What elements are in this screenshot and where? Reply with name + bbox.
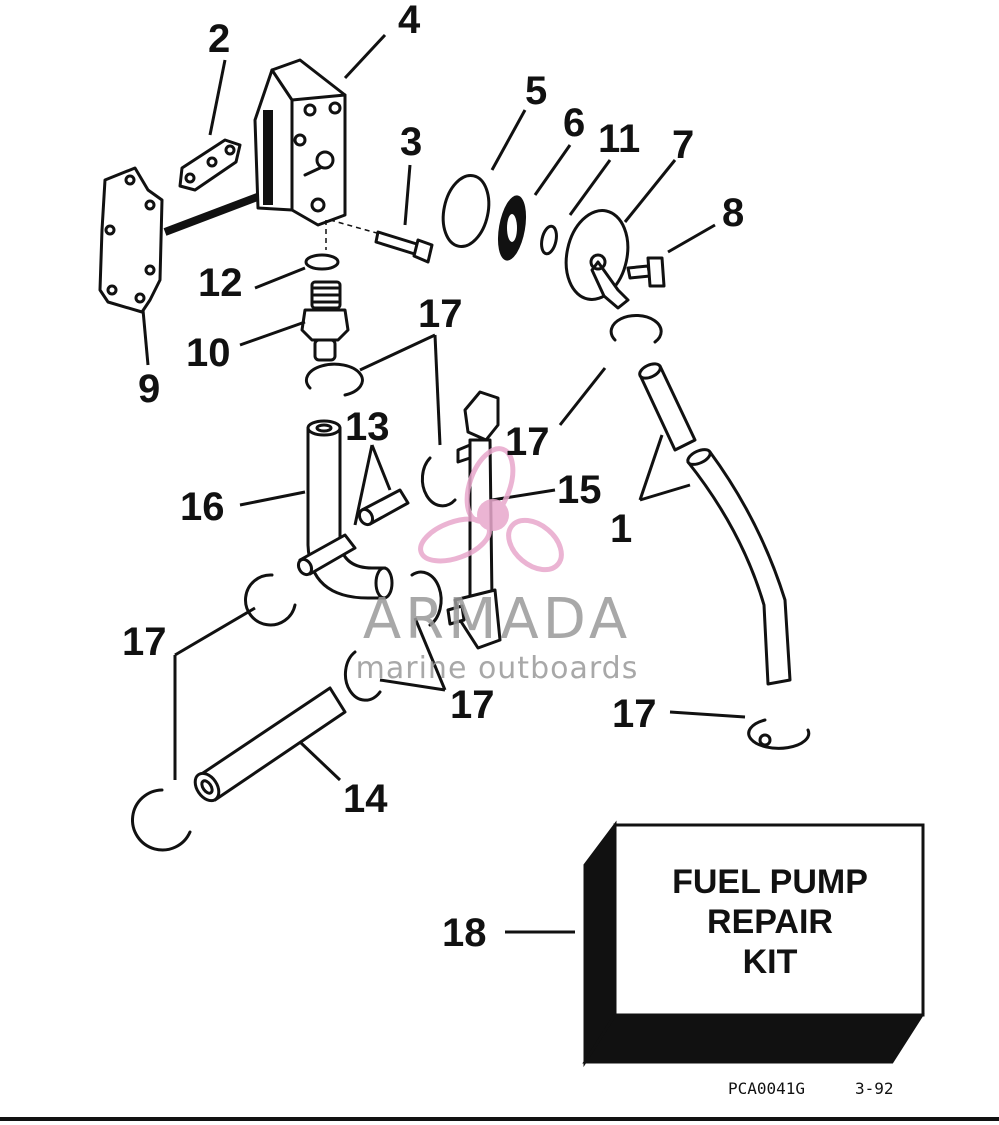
part-2-plate: [178, 138, 242, 192]
assembly-line: [329, 219, 421, 246]
callout-13: 13: [345, 405, 390, 449]
kit-label-line-2: REPAIR: [707, 903, 833, 941]
kit-label-line-3: KIT: [743, 943, 798, 981]
callout-1: 1: [610, 507, 632, 551]
part-11-seal: [540, 224, 558, 256]
part-9-gasket: [98, 166, 164, 314]
callout-5: 5: [525, 69, 547, 113]
part-10-fitting: [300, 280, 350, 362]
armada-watermark: ARMADA marine outboards: [356, 446, 639, 686]
callout-14: 14: [343, 777, 388, 821]
callout-12: 12: [198, 261, 243, 305]
callout-18: 18: [442, 911, 487, 955]
callout-10: 10: [186, 331, 231, 375]
callout-9: 9: [138, 367, 160, 411]
watermark-brand: ARMADA: [363, 587, 631, 652]
callout-17-center: 17: [450, 683, 495, 727]
callout-2: 2: [208, 17, 230, 61]
part-1-hoses: [638, 362, 792, 686]
part-5-ring: [441, 173, 491, 249]
callout-17-mid-right: 17: [505, 420, 550, 464]
part-15-filter: [446, 390, 502, 650]
watermark-tagline: marine outboards: [356, 651, 639, 686]
part-4-pump-body: [253, 58, 347, 227]
callout-7: 7: [672, 123, 694, 167]
callout-15: 15: [557, 468, 602, 512]
pump-outlet-hose: [163, 192, 262, 236]
part-18-repair-kit-box: FUEL PUMP REPAIR KIT: [582, 820, 925, 1068]
leader-lines: [141, 33, 746, 934]
drawing-reference-code: PCA0041G: [728, 1079, 805, 1098]
callout-17-right: 17: [612, 692, 657, 736]
part-3-screw: [374, 230, 434, 264]
bottom-rule: [0, 1117, 999, 1121]
kit-label-line-1: FUEL PUMP: [672, 863, 868, 901]
callout-16: 16: [180, 485, 225, 529]
part-8-screw: [626, 256, 666, 288]
callout-4: 4: [398, 0, 421, 42]
callout-17-top: 17: [418, 292, 463, 336]
part-6-diaphragm: [497, 195, 527, 261]
drawing-reference-date: 3-92: [855, 1079, 894, 1098]
part-14-hose: [193, 686, 347, 803]
callout-3: 3: [400, 120, 422, 164]
callout-11: 11: [598, 117, 640, 161]
callout-8: 8: [722, 191, 744, 235]
part-12-o-ring: [304, 253, 340, 271]
callout-17-left: 17: [122, 620, 167, 664]
callout-6: 6: [563, 101, 585, 145]
propeller-logo-icon: [418, 446, 564, 573]
part-13-connectors: [296, 488, 410, 577]
part-7-cover: [564, 209, 630, 310]
part-17-clamps: [131, 313, 811, 852]
callout-numbers: 1 2 3 4 5 6 7 8 9 10 11 12 13 14 15 16 1…: [122, 0, 744, 955]
